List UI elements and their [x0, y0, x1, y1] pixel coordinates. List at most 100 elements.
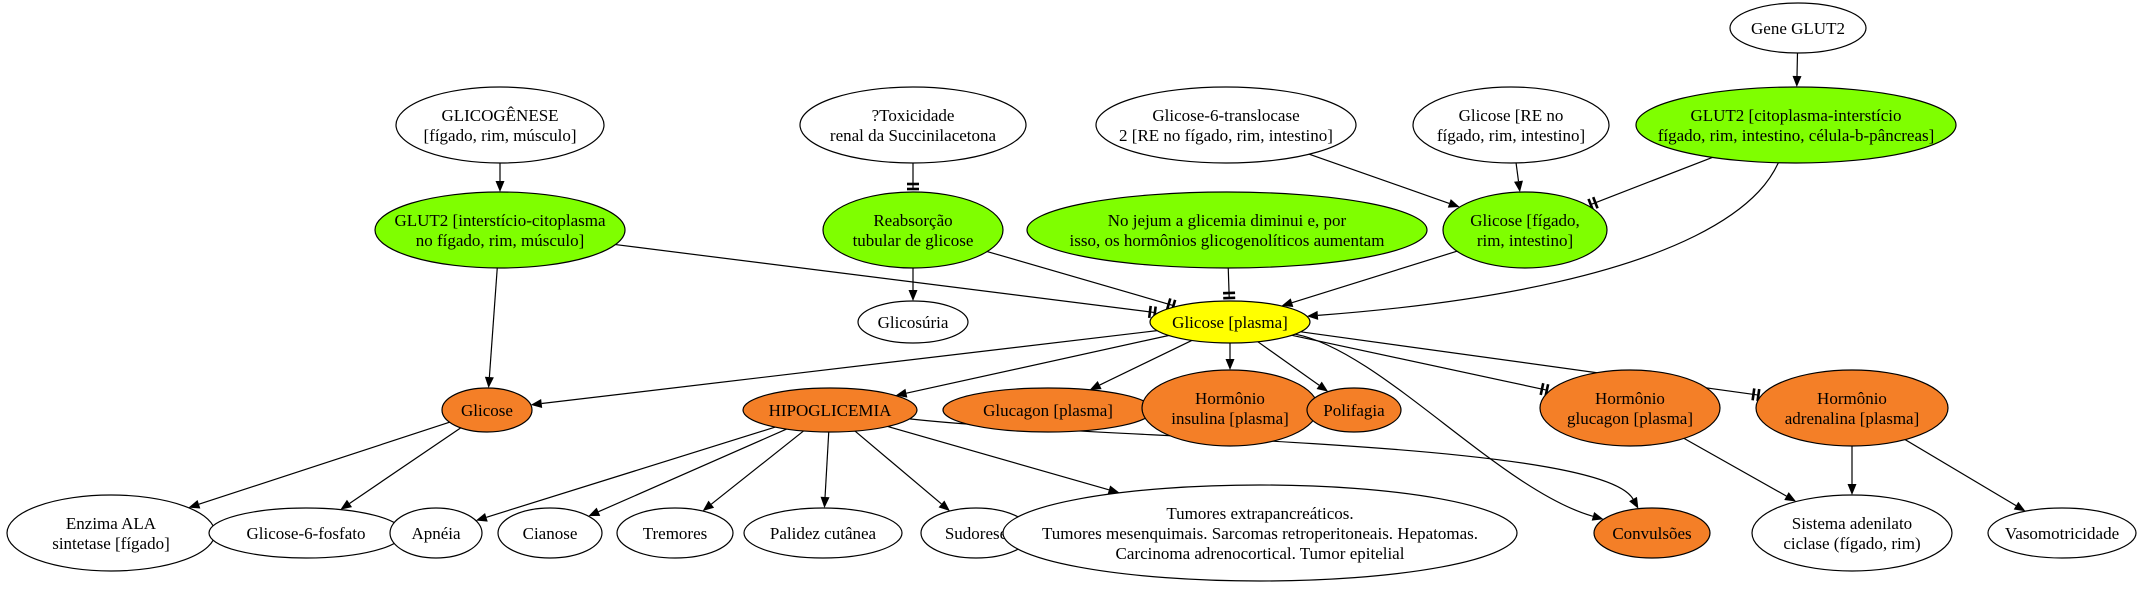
arrowhead [1225, 359, 1235, 370]
edge-hormonio_adrenalina-to-sistema_adenilato [1847, 446, 1857, 495]
node-label-line: Tumores mesenquimais. Sarcomas retroperi… [1042, 524, 1478, 543]
node-tremores: Tremores [616, 507, 734, 559]
edge-glicose_plasma-to-hormonio_glucagon [1291, 334, 1550, 397]
edge-line [488, 267, 498, 378]
edge-glicose_figado-to-glicose_plasma [1281, 250, 1458, 307]
edge-line [1257, 341, 1320, 386]
edge-glicose_plasma-to-hipoglicemia [895, 334, 1169, 398]
node-glicogenese: GLICOGÊNESE[fígado, rim, músculo] [395, 86, 605, 164]
edge-glut2_intersticio-to-glicose [484, 267, 498, 389]
edge-line [824, 431, 830, 498]
node-label-line: HIPOGLICEMIA [769, 401, 892, 420]
edge-glicose_plasma-to-insulina [1225, 343, 1235, 370]
edge-line [198, 421, 450, 505]
edge-glut2_citoplasma-to-glicose_plasma [1306, 162, 1779, 320]
node-ellipse [6, 494, 216, 572]
node-ellipse [857, 300, 969, 344]
node-label-line: adrenalina [plasma] [1785, 409, 1920, 428]
arrowhead [588, 507, 601, 517]
edge-glicose-to-enzima_ala [188, 421, 450, 509]
node-label-line: renal da Succinilacetona [830, 126, 997, 145]
node-label-line: [fígado, rim, músculo] [424, 126, 577, 145]
node-label-line: Hormônio [1195, 389, 1265, 408]
node-ellipse [1095, 86, 1357, 164]
edge-line [598, 428, 787, 513]
arrowhead [188, 499, 201, 509]
edge-line [1295, 333, 1594, 517]
node-label-line: Glicose [plasma] [1172, 313, 1288, 332]
node-ellipse [799, 86, 1027, 164]
node-glicose6fosfato: Glicose-6-fosfato [208, 507, 404, 559]
node-jejum: No jejum a glicemia diminui e, porisso, … [1026, 191, 1428, 269]
node-ellipse [1987, 507, 2137, 559]
edge-line [1515, 162, 1520, 182]
edge-line [486, 426, 776, 518]
node-ellipse [742, 387, 918, 433]
edge-line [1099, 339, 1193, 386]
node-glucagon_plasma: Glucagon [plasma] [942, 387, 1154, 433]
edge-hipoglicemia-to-cianose [588, 428, 787, 517]
node-ellipse [1755, 369, 1949, 447]
edge-line [541, 330, 1158, 405]
edge-line [987, 250, 1173, 306]
edge-glicose_plasma-to-glucagon_plasma [1089, 339, 1193, 390]
edge-line [887, 425, 1110, 491]
arrowhead [1089, 380, 1102, 390]
edge-toxicidade-to-reabsorcao [907, 163, 919, 191]
node-label-line: Glicose-6-fosfato [247, 524, 366, 543]
arrowhead [908, 290, 918, 301]
node-palidez: Palidez cutânea [743, 507, 903, 559]
edge-hipoglicemia-to-palidez [820, 431, 830, 509]
node-sudorese: Sudorese [920, 507, 1032, 559]
node-label-line: Carcinoma adrenocortical. Tumor epitelia… [1116, 544, 1405, 563]
node-label-line: Hormônio [1817, 389, 1887, 408]
edge-line [1904, 439, 2017, 507]
edge-hipoglicemia-to-apneia [475, 426, 776, 522]
node-label-line: Vasomotricidade [2005, 524, 2119, 543]
edge-glut2_citoplasma-to-glicose_figado [1587, 156, 1713, 211]
arrowhead [1792, 75, 1802, 88]
node-ellipse [1149, 300, 1311, 344]
node-label-line: tubular de glicose [853, 231, 974, 250]
node-label-line: 2 [RE no fígado, rim, intestino] [1119, 126, 1333, 145]
edge-gene_glut2-to-glut2_citoplasma [1792, 52, 1802, 88]
node-label-line: insulina [plasma] [1171, 409, 1289, 428]
inhibition-bar [1591, 196, 1599, 209]
edge-line [349, 427, 462, 504]
arrowhead [530, 399, 543, 408]
node-label-line: Tumores extrapancreáticos. [1166, 504, 1353, 523]
edge-reabsorcao-to-glicosuria [908, 268, 918, 301]
node-label-line: fígado, rim, intestino, célula-b-pâncrea… [1658, 126, 1935, 145]
arrowhead [895, 388, 908, 398]
node-label-line: Tremores [643, 524, 708, 543]
node-cianose: Cianose [497, 507, 603, 559]
node-ellipse [743, 507, 903, 559]
node-label-line: Glicose-6-translocase [1152, 106, 1299, 125]
node-label-line: GLICOGÊNESE [441, 106, 558, 125]
node-tumores: Tumores extrapancreáticos.Tumores mesenq… [1002, 484, 1518, 582]
node-label-line: fígado, rim, intestino] [1437, 126, 1585, 145]
node-label-line: Palidez cutânea [770, 524, 877, 543]
arrowhead [2013, 501, 2026, 512]
node-label-line: Convulsões [1612, 524, 1691, 543]
node-label-line: GLUT2 [interstício-citoplasma [394, 211, 605, 230]
edge-line [854, 430, 942, 505]
node-polifagia: Polifagia [1306, 387, 1402, 433]
node-ellipse [616, 507, 734, 559]
node-label-line: Glicosúria [878, 313, 949, 332]
arrowhead [1591, 511, 1604, 521]
node-ellipse [1729, 2, 1867, 54]
edge-g6_translocase-to-glicose_figado [1308, 153, 1460, 208]
node-label-line: Glucagon [plasma] [983, 401, 1113, 420]
arrowhead [1306, 310, 1319, 320]
node-label-line: glucagon [plasma] [1567, 409, 1693, 428]
edge-hormonio_adrenalina-to-vasomotricidade [1904, 439, 2026, 512]
inhibition-bar [1751, 388, 1756, 401]
edge-hipoglicemia-to-tumores [887, 425, 1120, 495]
